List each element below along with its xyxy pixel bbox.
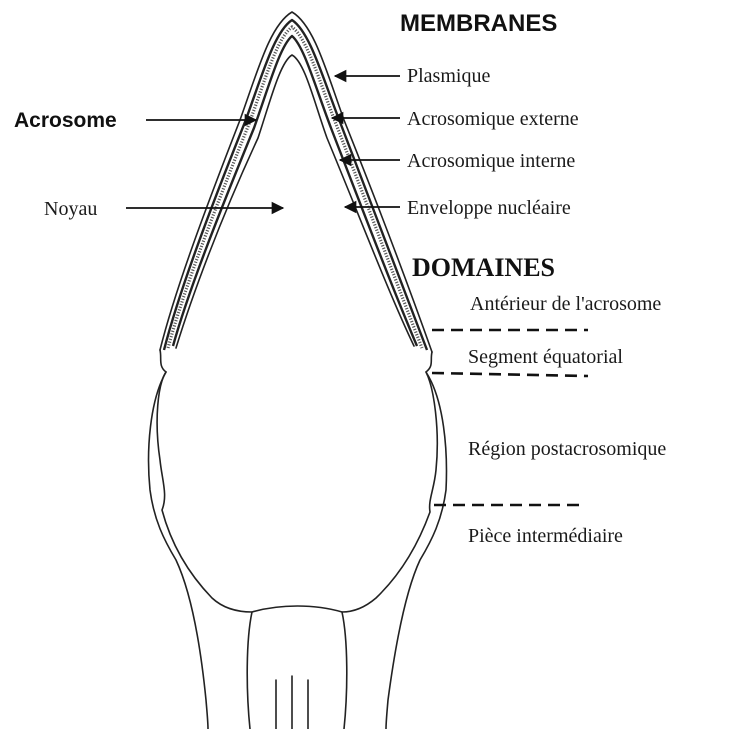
domaine-label-anterieur: Antérieur de l'acrosome: [470, 293, 661, 315]
domaine-label-piece-intermediaire: Pièce intermédiaire: [468, 525, 623, 547]
membrane-label-acrosomique-interne: Acrosomique interne: [407, 150, 575, 172]
nucleus-anterior-outline: [176, 55, 414, 348]
right-posterior-outline: [342, 352, 437, 612]
noyau-label: Noyau: [44, 198, 97, 220]
plasma-membrane-outline: [160, 12, 432, 352]
acrosome-label: Acrosome: [14, 109, 117, 132]
acrosome-outer-membrane: [164, 20, 427, 350]
left-posterior-outline: [157, 350, 252, 612]
membrane-label-enveloppe-nucleaire: Enveloppe nucléaire: [407, 197, 571, 219]
membrane-label-plasmique: Plasmique: [407, 65, 490, 87]
acrosome-inner-membrane: [173, 36, 417, 346]
membrane-label-acrosomique-externe: Acrosomique externe: [407, 108, 579, 130]
axoneme-fibers: [276, 676, 308, 729]
connecting-piece: [247, 606, 347, 729]
domaines-heading: DOMAINES: [412, 253, 555, 282]
domaine-label-segment-equatorial: Segment équatorial: [468, 346, 623, 368]
domaine-boundary-2: [432, 373, 588, 376]
membranes-heading: MEMBRANES: [400, 10, 557, 37]
domaine-label-region-postacrosomique: Région postacrosomique: [468, 438, 666, 460]
